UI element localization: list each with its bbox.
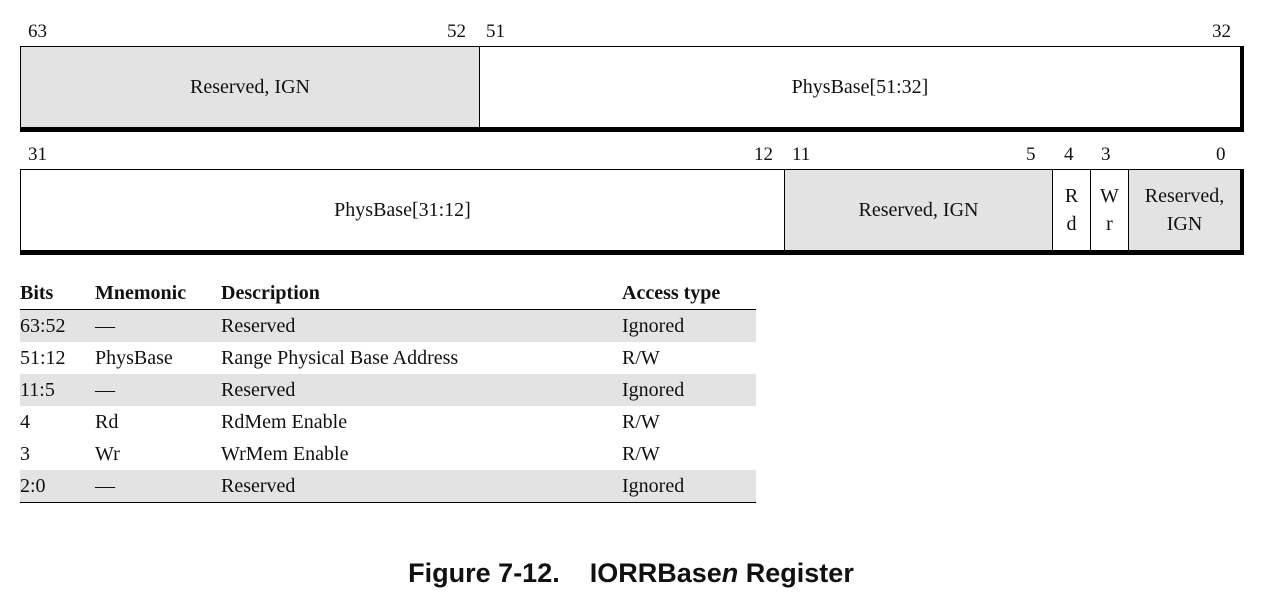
field-reserved-11-5: Reserved, IGN	[785, 170, 1053, 250]
field-physbase-51-32: PhysBase[51:32]	[480, 47, 1240, 127]
field-label: Reserved, IGN	[858, 199, 979, 221]
figure-number: Figure 7-12.	[408, 558, 560, 588]
bit-number-4: 4	[1064, 144, 1074, 165]
bit-number-5: 5	[1026, 144, 1036, 165]
column-header-description: Description	[221, 278, 622, 310]
bit-number-0: 0	[1216, 144, 1226, 165]
cell-description: Reserved	[221, 470, 622, 503]
bit-number-12: 12	[754, 144, 773, 165]
table-row: 63:52 — Reserved Ignored	[20, 309, 756, 342]
cell-mnemonic: —	[95, 374, 221, 406]
cell-mnemonic: —	[95, 309, 221, 342]
table-row: 51:12 PhysBase Range Physical Base Addre…	[20, 342, 756, 374]
figure-title: IORRBasen Register	[589, 558, 854, 588]
field-label: Reserved, IGN	[190, 76, 310, 98]
field-physbase-31-12: PhysBase[31:12]	[21, 170, 785, 250]
table-row: 2:0 — Reserved Ignored	[20, 470, 756, 503]
cell-description: RdMem Enable	[221, 410, 348, 433]
field-label: Reserved,IGN	[1144, 185, 1225, 235]
cell-access-type: Ignored	[622, 309, 756, 342]
cell-description: Reserved	[221, 374, 622, 406]
column-header-mnemonic: Mnemonic	[95, 278, 221, 310]
cell-bits: 63:52	[20, 309, 95, 342]
cell-bits: 2:0	[20, 470, 95, 503]
table-row: 3 Wr WrMem Enable R/W	[20, 438, 756, 470]
bit-number-3: 3	[1101, 144, 1111, 165]
bit-number-51: 51	[486, 21, 505, 42]
cell-description: Range Physical Base Address	[221, 346, 459, 369]
cell-mnemonic: PhysBase	[95, 346, 173, 369]
field-label: PhysBase[31:12]	[334, 199, 471, 221]
bit-number-11: 11	[792, 144, 811, 165]
cell-bits: 4	[20, 410, 30, 433]
field-reserved-63-52: Reserved, IGN	[21, 47, 480, 127]
field-reserved-2-0: Reserved,IGN	[1129, 170, 1240, 250]
cell-mnemonic: Rd	[95, 410, 119, 433]
column-header-access-type: Access type	[622, 278, 756, 310]
bit-number-31: 31	[28, 144, 47, 165]
cell-access-type: R/W	[622, 442, 660, 465]
cell-bits: 11:5	[20, 374, 95, 406]
table-row: 11:5 — Reserved Ignored	[20, 374, 756, 406]
register-upper-half: Reserved, IGN PhysBase[51:32]	[20, 46, 1244, 132]
cell-access-type: Ignored	[622, 470, 756, 503]
cell-access-type: R/W	[622, 410, 660, 433]
bit-number-63: 63	[28, 21, 47, 42]
cell-access-type: Ignored	[622, 374, 756, 406]
cell-description: Reserved	[221, 309, 622, 342]
figure-caption: Figure 7-12. IORRBasen Register	[0, 558, 1262, 589]
cell-mnemonic: Wr	[95, 442, 120, 465]
cell-access-type: R/W	[622, 346, 660, 369]
field-label: PhysBase[51:32]	[791, 76, 929, 98]
bit-number-52: 52	[447, 21, 466, 42]
column-header-bits: Bits	[20, 278, 95, 310]
cell-mnemonic: —	[95, 470, 221, 503]
cell-bits: 51:12	[20, 346, 66, 369]
bit-description-table: Bits Mnemonic Description Access type 63…	[20, 278, 756, 503]
cell-description: WrMem Enable	[221, 442, 349, 465]
cell-bits: 3	[20, 442, 30, 465]
table-header-row: Bits Mnemonic Description Access type	[20, 278, 756, 310]
bit-number-32: 32	[1212, 21, 1231, 42]
table-row: 4 Rd RdMem Enable R/W	[20, 406, 756, 438]
